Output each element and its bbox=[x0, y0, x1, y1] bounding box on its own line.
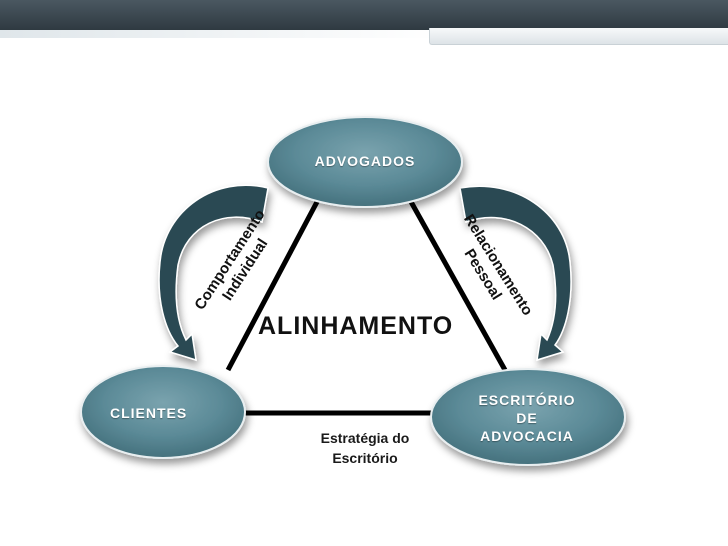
header-accent-strip bbox=[0, 30, 728, 38]
center-title: ALINHAMENTO bbox=[258, 312, 454, 340]
node-escritorio bbox=[430, 368, 626, 466]
edge-label-estrategia: Estratégia do Escritório bbox=[305, 428, 425, 468]
edge-label-estrategia-line1: Estratégia do bbox=[320, 430, 410, 446]
edge-top-left bbox=[225, 198, 321, 372]
node-label-advogados: ADVOGADOS bbox=[314, 153, 416, 169]
node-label-escritorio-line1: ESCRITÓRIO bbox=[478, 392, 576, 408]
header-bar bbox=[0, 0, 728, 30]
right-curved-arrow bbox=[459, 185, 572, 362]
edge-label-estrategia-line2: Escritório bbox=[332, 450, 398, 466]
node-clientes bbox=[80, 365, 246, 459]
node-label-escritorio-line3: ADVOCACIA bbox=[480, 428, 574, 444]
header-tab-shape bbox=[429, 28, 728, 45]
left-curved-arrow bbox=[158, 184, 269, 362]
node-advogados bbox=[267, 116, 463, 208]
node-label-escritorio: ESCRITÓRIO DE ADVOCACIA bbox=[462, 391, 592, 445]
node-label-clientes: CLIENTES bbox=[110, 405, 188, 421]
edge-top-right bbox=[407, 198, 508, 372]
node-label-escritorio-line2: DE bbox=[516, 410, 538, 426]
